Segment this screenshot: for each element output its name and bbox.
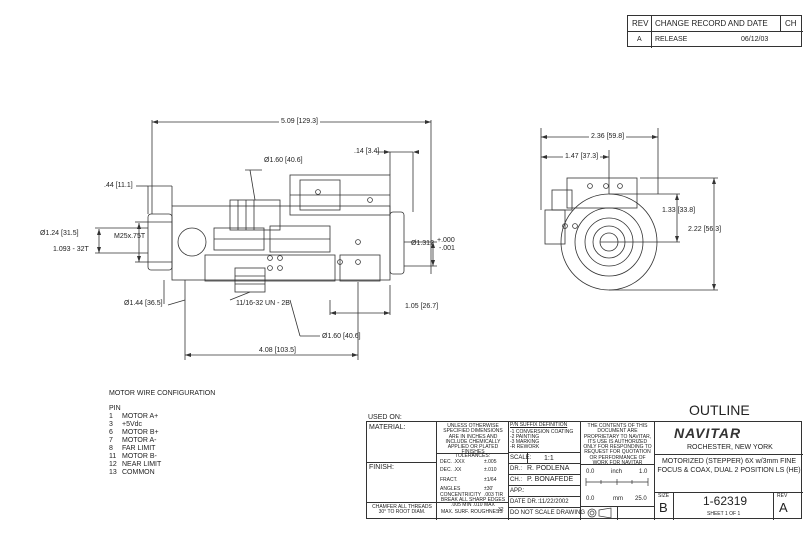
dim-m25: M25x.75T (114, 233, 146, 240)
roughness-value: 32 (498, 507, 504, 513)
dim-dia-1312-tol-minus: -.001 (439, 245, 455, 252)
ruler-inch-mid: inch (611, 469, 623, 475)
pn-suffix-line: -2 PAINTING (510, 434, 540, 440)
dim-dia-1312: Ø1.312 (411, 240, 434, 247)
date-value: 11/22/2002 (539, 499, 569, 505)
dim-147: 1.47 [37.3] (563, 153, 601, 160)
dr-label: DR.: (510, 466, 522, 472)
tol-row: DEC. .XX (440, 467, 462, 473)
dim-dia-144: Ø1.44 [36.5] (124, 300, 163, 307)
no-scale-note: DO NOT SCALE DRAWING (510, 510, 586, 516)
tolerances-title: TOLERANCES: (454, 453, 491, 459)
unless-note: UNLESS OTHERWISE SPECIFIED DIMENSIONS AR… (443, 423, 503, 456)
dim-thread-1093: 1.093 - 32T (53, 246, 89, 253)
rev-header-ch: CH (785, 19, 797, 28)
tol-row-value: ±30' (484, 486, 494, 492)
dr-value: R. PODLENA (527, 465, 570, 472)
scale-value: 1:1 (544, 455, 554, 462)
revision-block: REV CHANGE RECORD AND DATE CH A RELEASE … (627, 15, 803, 48)
ch-label: CH.: (510, 477, 522, 483)
dim-044: .44 [11.1] (104, 182, 133, 189)
pin-row: 3+5Vdc (109, 421, 143, 428)
dim-236: 2.36 [59.8] (589, 133, 627, 140)
ch-value: P. BONAFEDE (527, 476, 574, 483)
chamfer-note: CHAMFER ALL THREADS 30° TO ROOT DIAM. (372, 504, 432, 516)
tol-row-value: ±.010 (484, 467, 497, 473)
rev-label: REV (777, 493, 788, 499)
rev-value: A (779, 500, 788, 515)
dim-dia-1312-tol-plus: +.000 (437, 237, 455, 244)
drawing-description: MOTORIZED (STEPPER) 6X w/3mm FINE FOCUS … (657, 458, 801, 474)
dim-105: 1.05 [26.7] (405, 303, 439, 310)
dim-dia-160-top: Ø1.60 [40.6] (264, 157, 303, 164)
dim-thread-11-16: 11/16-32 UN - 2B (236, 300, 290, 307)
rev-row-rev: A (637, 36, 642, 43)
company-location: ROCHESTER, NEW YORK (687, 444, 773, 451)
projection-symbol (587, 507, 612, 519)
size-value: B (659, 500, 668, 515)
rev-row-change: RELEASE (655, 36, 688, 43)
ruler-mm-mid: mm (613, 496, 623, 502)
tol-row-value: .003 TIR (484, 492, 504, 498)
dim-014: .14 [3.4] (354, 148, 380, 155)
ruler-mm-left: 0.0 (586, 496, 595, 502)
rear-coupler (389, 211, 405, 275)
drawing-number: 1-62319 (703, 494, 748, 508)
title-block: MATERIAL: FINISH: CHAMFER ALL THREADS 30… (366, 402, 803, 520)
tol-row: CONCENTRICITY (440, 492, 482, 498)
outline-title: OUTLINE (689, 402, 750, 418)
rev-row-date: 06/12/03 (741, 36, 769, 43)
motor-pin-header: PIN (109, 405, 121, 412)
pn-suffix-line: -R REWORK (510, 444, 540, 450)
ruler-inch-left: 0.0 (586, 469, 595, 475)
pn-suffix-line: -3 MARKING (510, 439, 540, 445)
sheet-label: SHEET 1 OF 1 (707, 511, 741, 517)
app-label: APP.: (510, 488, 525, 494)
material-label: MATERIAL: (369, 424, 406, 431)
date-label: DATE DR.: (510, 499, 540, 505)
dim-408: 4.08 [103.5] (257, 347, 298, 354)
company-logo: NAVITAR (674, 425, 742, 441)
ruler-inch-right: 1.0 (639, 469, 648, 475)
ruler-mm-right: 25.0 (635, 496, 647, 502)
motor-wire-title: MOTOR WIRE CONFIGURATION (109, 390, 216, 397)
dim-dia-160-bot: Ø1.60 [40.6] (322, 333, 361, 340)
sharp-edges-note: BREAK ALL SHARP EDGES .005 MIN .010 MAX (440, 497, 506, 509)
proprietary-note: THE CONTENTS OF THIS DOCUMENT ARE PROPRI… (583, 423, 652, 466)
dim-222: 2.22 [56.3] (688, 226, 722, 233)
tol-row: FRACT. (440, 477, 458, 483)
roughness-label: MAX. SURF. ROUGHNESS (441, 509, 503, 515)
focus-window (177, 227, 207, 257)
rev-header-rev: REV (632, 19, 649, 28)
used-on-label: USED ON: (368, 414, 402, 421)
tol-row-value: ±.005 (484, 459, 497, 465)
tol-row: ANGLES (440, 486, 461, 492)
tol-row-value: ±1/64 (484, 477, 497, 483)
rev-header-change: CHANGE RECORD AND DATE (655, 19, 768, 28)
end-view-motor (566, 177, 638, 209)
pn-suffix-line: -1 CONVERSION COATING (510, 429, 574, 435)
finish-label: FINISH: (369, 464, 394, 471)
tol-row: DEC. .XXX (440, 459, 465, 465)
dim-133: 1.33 [33.8] (662, 207, 696, 214)
scale-label: SCALE: (510, 455, 532, 461)
pn-suffix-title: P/N SUFFIX DEFINITION (510, 422, 568, 428)
dim-dia-124: Ø1.24 [31.5] (40, 230, 79, 237)
scale-ruler (585, 478, 649, 486)
size-label: SIZE (658, 493, 670, 499)
dim-overall-length: 5.09 [129.3] (279, 118, 320, 125)
